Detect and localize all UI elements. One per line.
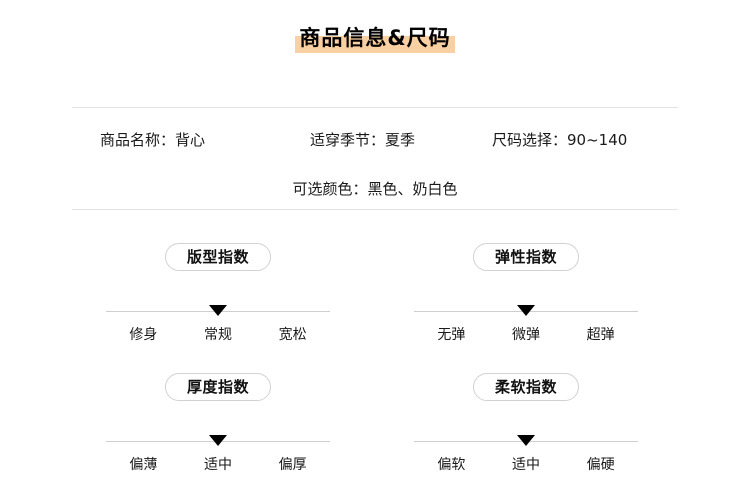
page-title-text: 商品信息&尺码 (299, 26, 451, 50)
product-info-row-primary: 商品名称：背心 适穿季节：夏季 尺码选择：90~140 (72, 128, 678, 152)
scale-marker-triangle-icon (209, 435, 227, 446)
scale-label: 宽松 (278, 327, 307, 343)
scale-labels-elasticity: 无弹 微弹 超弹 (406, 325, 646, 345)
product-color-row: 可选颜色：黑色、奶白色 (0, 177, 750, 201)
index-title-fit: 版型指数 (165, 243, 271, 271)
scale-marker-triangle-icon (517, 305, 535, 316)
title-highlight-band (295, 36, 455, 53)
scale-label: 微弹 (512, 327, 540, 343)
scale-labels-softness: 偏软 适中 偏硬 (406, 455, 646, 475)
scale-label: 偏厚 (278, 457, 307, 473)
index-block-thickness: 厚度指数 偏薄 适中 偏厚 (98, 373, 338, 475)
scale-label: 偏薄 (129, 457, 158, 473)
scale-marker-triangle-icon (209, 305, 227, 316)
index-scale-elasticity (406, 304, 646, 318)
scale-marker-triangle-icon (517, 435, 535, 446)
scale-label: 超弹 (586, 327, 615, 343)
index-scale-fit (98, 304, 338, 318)
scale-label: 无弹 (437, 327, 466, 343)
scale-label: 偏软 (437, 457, 466, 473)
index-scale-softness (406, 434, 646, 448)
index-block-softness: 柔软指数 偏软 适中 偏硬 (406, 373, 646, 475)
product-colors: 可选颜色：黑色、奶白色 (292, 180, 458, 198)
scale-labels-thickness: 偏薄 适中 偏厚 (98, 455, 338, 475)
index-title-softness: 柔软指数 (473, 373, 579, 401)
product-name: 商品名称：背心 (100, 131, 206, 149)
index-block-fit: 版型指数 修身 常规 宽松 (98, 243, 338, 345)
scale-label: 适中 (204, 457, 232, 473)
product-size: 尺码选择：90~140 (492, 131, 628, 149)
index-block-elasticity: 弹性指数 无弹 微弹 超弹 (406, 243, 646, 345)
index-title-elasticity: 弹性指数 (473, 243, 579, 271)
scale-labels-fit: 修身 常规 宽松 (98, 325, 338, 345)
product-season: 适穿季节：夏季 (310, 131, 416, 149)
index-title-thickness: 厚度指数 (165, 373, 271, 401)
scale-label: 适中 (512, 457, 540, 473)
scale-label: 修身 (129, 327, 158, 343)
scale-label: 常规 (204, 327, 232, 343)
index-scale-thickness (98, 434, 338, 448)
scale-label: 偏硬 (586, 457, 615, 473)
divider-bottom (72, 209, 678, 210)
page-title: 商品信息&尺码 (0, 22, 750, 58)
index-grid: 版型指数 修身 常规 宽松 弹性指数 无弹 微弹 超弹 厚度指数 (0, 243, 750, 493)
divider-top (72, 107, 678, 108)
